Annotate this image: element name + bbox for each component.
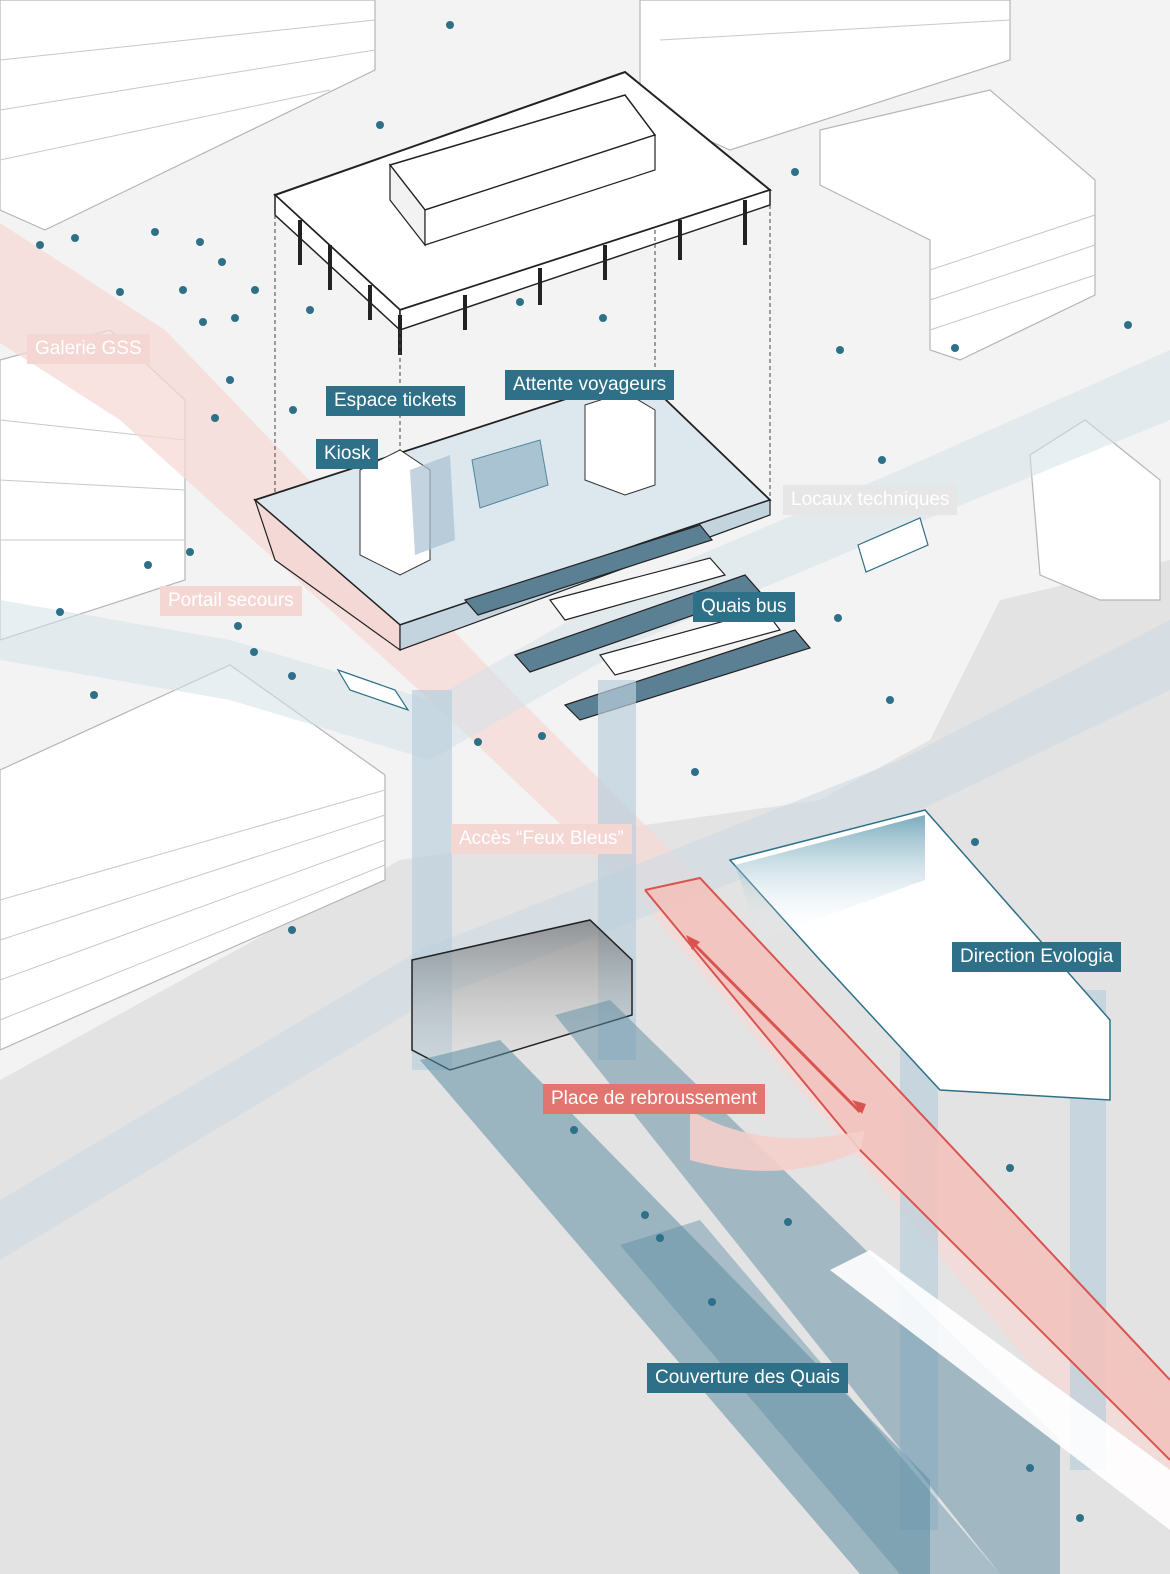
- label-espace-tickets: Espace tickets: [326, 386, 465, 416]
- blue-pedestrian-band-lower: [0, 620, 1170, 1260]
- label-locaux-techniques: Locaux techniques: [783, 485, 958, 515]
- pit-shadow: [735, 815, 925, 940]
- label-portail-secours: Portail secours: [160, 586, 302, 616]
- tunnel-portal: [411, 919, 633, 1071]
- bus-2: [336, 668, 410, 712]
- label-couverture-des-quais: Couverture des Quais: [647, 1363, 848, 1393]
- roof-columns: [298, 200, 747, 355]
- label-attente-voyageurs: Attente voyageurs: [505, 370, 675, 400]
- bus-1: [857, 517, 929, 573]
- label-quais-bus: Quais bus: [693, 592, 795, 622]
- label-galerie-gss: Galerie GSS: [27, 334, 150, 364]
- label-kiosk: Kiosk: [316, 439, 379, 469]
- label-direction-evologia: Direction Evologia: [952, 942, 1122, 972]
- label-acces-feux-bleus: Accès “Feux Bleus”: [451, 824, 632, 854]
- track-trenches: [420, 1000, 1170, 1574]
- red-access-ramp: [644, 876, 1170, 1461]
- building-floor-lines: [0, 19, 1096, 1021]
- people-figures: [36, 21, 1132, 1522]
- label-place-de-rebroussement: Place de rebroussement: [543, 1084, 765, 1114]
